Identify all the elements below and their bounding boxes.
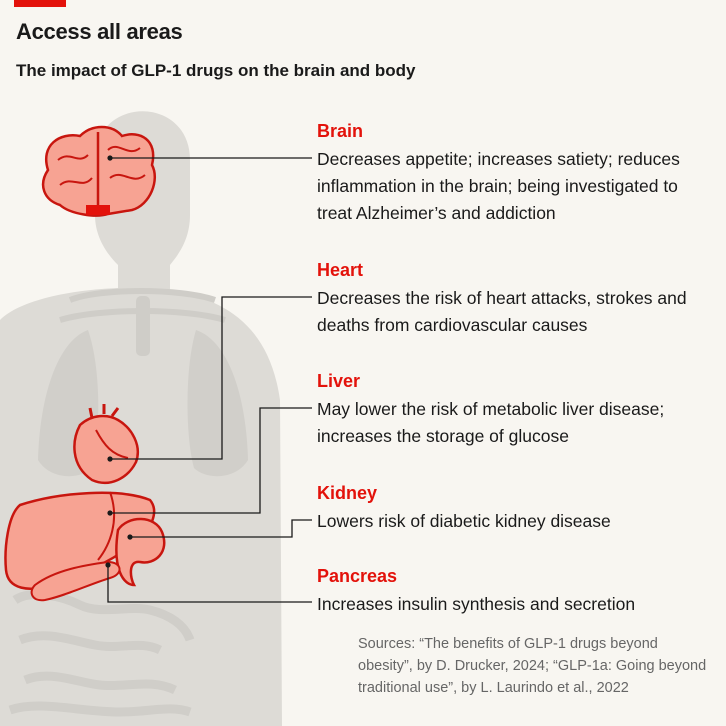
heart-description: Decreases the risk of heart attacks, str… [317, 288, 687, 335]
brain-organ [41, 125, 157, 217]
leader-dots [105, 155, 133, 568]
brand-red-tab [14, 0, 66, 7]
pancreas-label: Pancreas [317, 566, 398, 586]
pancreas-leader-line [107, 565, 312, 603]
ribs [59, 288, 226, 323]
kidney-leader-line [130, 519, 312, 538]
kidney-label: Kidney [317, 483, 378, 503]
leader-lines [107, 157, 312, 603]
heart-label: Heart [317, 260, 364, 280]
brain-description: Decreases appetite; increases satiety; r… [317, 149, 680, 223]
pancreas-organ [30, 560, 121, 602]
sources-note: Sources: “The benefits of GLP-1 drugs be… [358, 636, 707, 696]
pancreas-description: Increases insulin synthesis and secretio… [317, 594, 636, 614]
liver-label: Liver [317, 371, 361, 391]
page-subtitle: The impact of GLP-1 drugs on the brain a… [16, 61, 416, 80]
page-title: Access all areas [16, 19, 183, 44]
kidney-description: Lowers risk of diabetic kidney disease [317, 511, 611, 531]
liver-organ [4, 491, 156, 590]
trachea [136, 296, 150, 356]
heart-leader-line [110, 296, 312, 460]
heart-organ [73, 404, 139, 485]
brain-label: Brain [317, 121, 364, 141]
liver-description: May lower the risk of metabolic liver di… [317, 399, 665, 446]
right-lung [187, 330, 248, 477]
liver-leader-line [110, 407, 312, 514]
